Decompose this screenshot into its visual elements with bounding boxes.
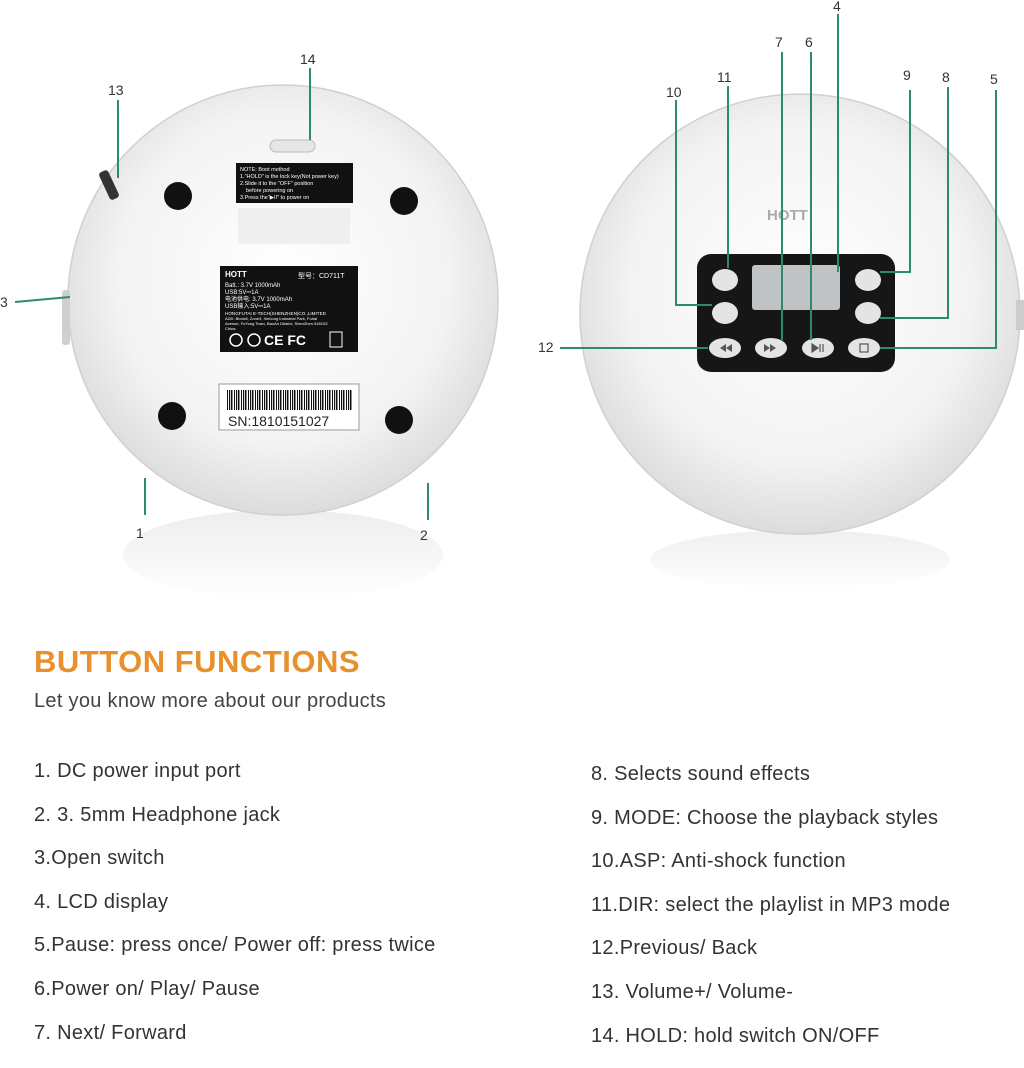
section-subheading: Let you know more about our products (34, 690, 387, 712)
callout-12: 12 (538, 339, 554, 355)
cert-marks: CE FC (264, 332, 306, 348)
spec-brand: HOTT (225, 270, 247, 279)
function-item: 12.Previous/ Back (591, 937, 758, 960)
function-item: 13. Volume+/ Volume- (591, 980, 794, 1003)
function-list-right: 8. Selects sound effects 9. MODE: Choose… (591, 763, 950, 1068)
section-heading: BUTTON FUNCTIONS (34, 644, 361, 679)
serial-number: SN:1810151027 (228, 413, 329, 429)
back-reflection (123, 510, 443, 600)
foot-bl (158, 402, 186, 430)
ccc-icon (247, 333, 261, 347)
spec-line: 电池供电: 3.7V 1000mAh (225, 295, 292, 303)
side-port-right (1016, 300, 1024, 330)
function-item: 3.Open switch (34, 847, 165, 870)
stop-icon (859, 343, 869, 353)
mode-button (855, 269, 881, 291)
front-reflection (650, 530, 950, 590)
spec-line: Avenue, FuYong Town, BaoAn District, She… (225, 321, 328, 326)
callout-5: 5 (990, 71, 998, 87)
function-item: 2. 3. 5mm Headphone jack (34, 803, 281, 826)
spec-label (220, 266, 358, 352)
function-item: 6.Power on/ Play/ Pause (34, 977, 260, 1000)
port-left (62, 290, 70, 345)
note-label-line: before powering on (246, 188, 293, 194)
barcode-icon (226, 390, 352, 410)
eq-button (855, 302, 881, 324)
device-diagram: NOTE: Boot method 1."HOLD" is the lock k… (0, 0, 1024, 600)
asp-button (712, 302, 738, 324)
label-recess (238, 208, 350, 244)
leader-lines (14, 14, 997, 520)
callout-11: 11 (717, 69, 732, 85)
callout-2: 2 (420, 527, 428, 543)
control-panel (697, 254, 895, 372)
callout-14: 14 (300, 51, 316, 67)
callout-10: 10 (666, 84, 682, 100)
function-item: 10.ASP: Anti-shock function (591, 850, 846, 873)
hold-switch (269, 139, 316, 153)
foot-br (385, 406, 413, 434)
spec-line: Batt.: 3.7V 1000mAh (225, 283, 280, 289)
back-view: NOTE: Boot method 1."HOLD" is the lock k… (62, 84, 499, 600)
note-label-line: 1."HOLD" is the lock key(Not power key) (240, 174, 339, 180)
function-item: 9. MODE: Choose the playback styles (591, 806, 939, 829)
spec-line: HONGFUTAI E-TECH(SHENZHEN)CO.,LIMITED (225, 311, 327, 316)
callout-4: 4 (833, 0, 841, 14)
callout-8: 8 (942, 69, 950, 85)
lcd-display (752, 265, 840, 310)
note-label-line: 3.Press the"▶II" to power on (240, 195, 309, 201)
play-pause-icon (811, 342, 824, 354)
dir-button (712, 269, 738, 291)
weee-icon (329, 331, 343, 348)
function-item: 14. HOLD: hold switch ON/OFF (591, 1024, 880, 1047)
spec-line: USB:5V⎓1A (225, 290, 258, 296)
note-label-line: NOTE: Boot method (240, 167, 290, 173)
callout-13: 13 (108, 82, 124, 98)
recycle-icon (229, 333, 243, 347)
note-label-line: 2.Slide it to the "OFF" position (240, 181, 313, 187)
front-brand: HOTT (767, 207, 808, 224)
function-item: 1. DC power input port (34, 760, 241, 782)
front-view: HOTT (579, 93, 1024, 590)
foot-tl (164, 182, 192, 210)
callout-1: 1 (136, 525, 144, 541)
callout-9: 9 (903, 67, 911, 83)
next-icon (764, 344, 776, 352)
spec-line: China (225, 326, 236, 331)
function-list-left: 1. DC power input port 2. 3. 5mm Headpho… (34, 760, 436, 1065)
callout-7: 7 (775, 34, 783, 50)
spec-line: ADD: Block6, Zone3, Xinhong Industrial P… (225, 316, 317, 321)
callout-numbers: 1 2 3 4 5 6 7 8 9 10 11 12 13 14 (0, 0, 998, 543)
function-item: 4. LCD display (34, 890, 169, 913)
volume-rocker (99, 170, 119, 200)
foot-tr (390, 187, 418, 215)
function-item: 8. Selects sound effects (591, 763, 811, 785)
stop-button (848, 338, 880, 358)
spec-model: 型号：CD711T (298, 271, 345, 280)
spec-line: USB输入:5V⎓1A (225, 302, 270, 310)
callout-6: 6 (805, 34, 813, 50)
prev-icon (720, 344, 732, 352)
function-item: 5.Pause: press once/ Power off: press tw… (34, 934, 436, 957)
function-item: 7. Next/ Forward (34, 1021, 187, 1044)
note-label (236, 163, 353, 203)
function-item: 11.DIR: select the playlist in MP3 mode (591, 893, 951, 916)
callout-3: 3 (0, 294, 8, 310)
